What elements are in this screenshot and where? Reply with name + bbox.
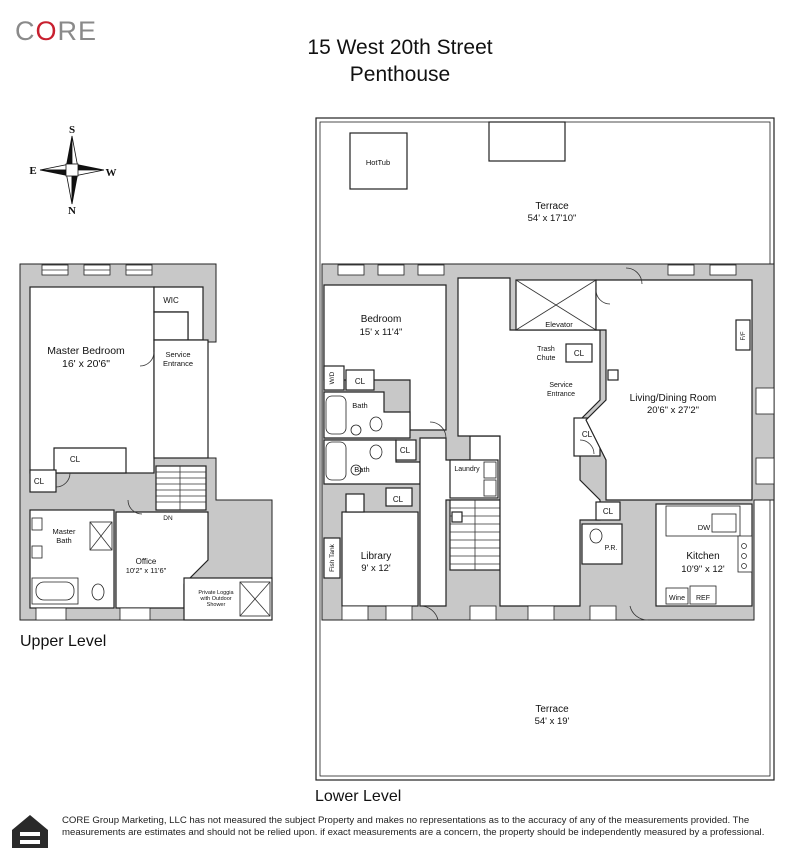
trash-chute-label-1: Trash <box>537 346 555 353</box>
lower-closet-f: CL <box>603 507 614 516</box>
fireplace-label: F/F <box>741 331 747 340</box>
wine-fridge-label: Wine <box>669 595 685 602</box>
trash-chute-label-2: Chute <box>537 355 556 362</box>
wic-label: WIC <box>163 296 179 305</box>
bedroom-dims: 15' x 11'4" <box>360 327 403 338</box>
fish-tank-label: Fish Tank <box>329 543 336 571</box>
washer-dryer-label: W/D <box>329 371 336 384</box>
down-stairs-label: DN <box>163 515 173 522</box>
office-label: Office <box>136 557 157 566</box>
logo-letter-o: O <box>35 16 58 46</box>
compass-n: N <box>68 205 76 217</box>
compass-rose-icon: S N E W <box>29 124 116 217</box>
lower-closet-b: CL <box>400 446 411 455</box>
master-bedroom-dims: 16' x 20'6" <box>62 358 110 370</box>
powder-room-label: P.R. <box>605 545 618 552</box>
office-dims: 10'2" x 11'6" <box>126 566 167 575</box>
loggia-label-1: Private Loggia <box>198 590 234 596</box>
loggia-label-2: with Outdoor <box>199 596 231 602</box>
master-bath-label-1: Master <box>53 527 76 536</box>
lower-service-label-1: Service <box>549 382 572 389</box>
disclaimer-text: CORE Group Marketing, LLC has not measur… <box>62 815 765 839</box>
lower-closet-d: CL <box>574 349 585 358</box>
lower-level-plan <box>315 117 775 781</box>
upper-service-label-2: Entrance <box>163 359 193 368</box>
equal-housing-icon <box>12 815 48 848</box>
terrace-top-label: Terrace <box>535 201 569 212</box>
compass-s: S <box>69 124 75 136</box>
unit-title: Penthouse <box>349 63 451 86</box>
hot-tub-label: HotTub <box>366 158 390 167</box>
library-dims: 9' x 12' <box>361 563 391 574</box>
living-dining-dims: 20'6" x 27'2" <box>647 405 699 416</box>
logo-letters-re: RE <box>57 16 98 46</box>
core-logo: CORE <box>15 16 97 47</box>
lower-closet-c: CL <box>393 495 404 504</box>
address-title: 15 West 20th Street <box>307 36 493 59</box>
lower-closet-e: CL <box>582 430 593 439</box>
living-dining-label: Living/Dining Room <box>630 393 717 404</box>
laundry-label: Laundry <box>454 466 480 473</box>
kitchen-label: Kitchen <box>686 551 719 562</box>
compass-e: E <box>29 165 36 177</box>
terrace-bottom-label: Terrace <box>535 704 569 715</box>
lower-level-label: Lower Level <box>315 788 402 805</box>
terrace-top-dims: 54' x 17'10" <box>528 213 577 224</box>
refrigerator-label: REF <box>696 595 710 602</box>
bath-label-1: Bath <box>352 401 367 410</box>
bedroom-label: Bedroom <box>361 314 402 325</box>
elevator-label: Elevator <box>545 320 573 329</box>
bath-label-2: Bath <box>354 465 369 474</box>
upper-closet-label-1: CL <box>70 455 81 464</box>
upper-service-label-1: Service <box>165 350 190 359</box>
upper-level-label: Upper Level <box>20 633 107 650</box>
logo-letter-c: C <box>15 16 36 46</box>
compass-w: W <box>106 167 117 179</box>
upper-closet-label-2: CL <box>34 477 45 486</box>
lower-service-label-2: Entrance <box>547 391 575 398</box>
master-bath-label-2: Bath <box>56 536 71 545</box>
terrace-bottom-dims: 54' x 19' <box>535 716 570 727</box>
dishwasher-label: DW <box>698 523 711 532</box>
upper-level-plan <box>19 263 273 621</box>
library-label: Library <box>361 551 392 562</box>
kitchen-dims: 10'9" x 12' <box>681 564 725 575</box>
loggia-label-3: Shower <box>207 602 226 608</box>
master-bedroom-label: Master Bedroom <box>47 345 125 357</box>
lower-closet-a: CL <box>355 377 366 386</box>
